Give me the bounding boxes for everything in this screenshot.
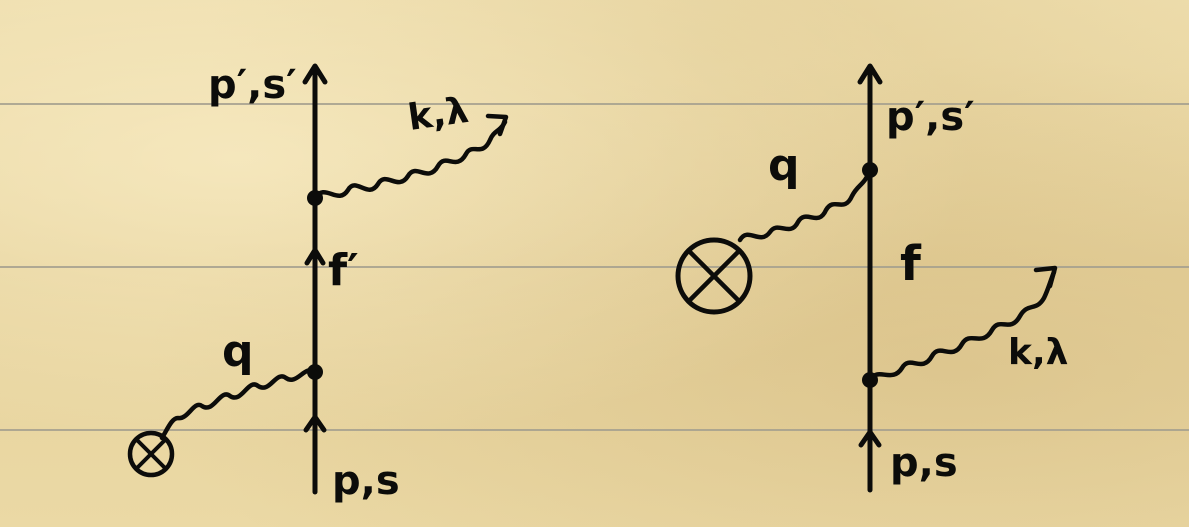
left-exchanged-photon [159,368,318,441]
left-internal-fermion-label: f′ [328,245,359,296]
left-middle-arrowhead [304,247,326,266]
left-outgoing-photon-arrowhead [485,113,509,137]
left-photon-label: k,λ [406,90,472,139]
right-feynman-diagram: p′,s′ q f k,λ p,s [675,63,1068,493]
right-bottom-arrowhead [858,429,882,448]
left-external-source-icon [127,430,175,478]
right-outgoing-photon [867,269,1057,383]
left-feynman-diagram: p′,s′ k,λ f′ q p,s [127,62,509,504]
left-incoming-fermion-label: p,s [332,458,400,504]
right-outgoing-fermion-label: p′,s′ [886,94,975,140]
right-external-source-icon [675,237,753,315]
left-outgoing-photon [312,119,508,201]
left-bottom-arrowhead [303,414,327,433]
right-exchanged-photon-label: q [768,140,800,191]
right-exchanged-photon [737,167,873,243]
right-photon-label: k,λ [1008,332,1068,373]
ruled-line [0,103,1189,105]
left-top-arrowhead [302,63,328,85]
left-outgoing-fermion-label: p′,s′ [208,62,297,108]
right-outgoing-photon-arrowhead [1033,265,1058,289]
left-exchanged-photon-label: q [222,326,254,377]
ruled-line [0,429,1189,431]
right-incoming-fermion-label: p,s [890,440,958,486]
right-top-arrowhead [857,63,883,85]
ruled-line [0,266,1189,268]
right-internal-fermion-label: f [900,236,922,292]
